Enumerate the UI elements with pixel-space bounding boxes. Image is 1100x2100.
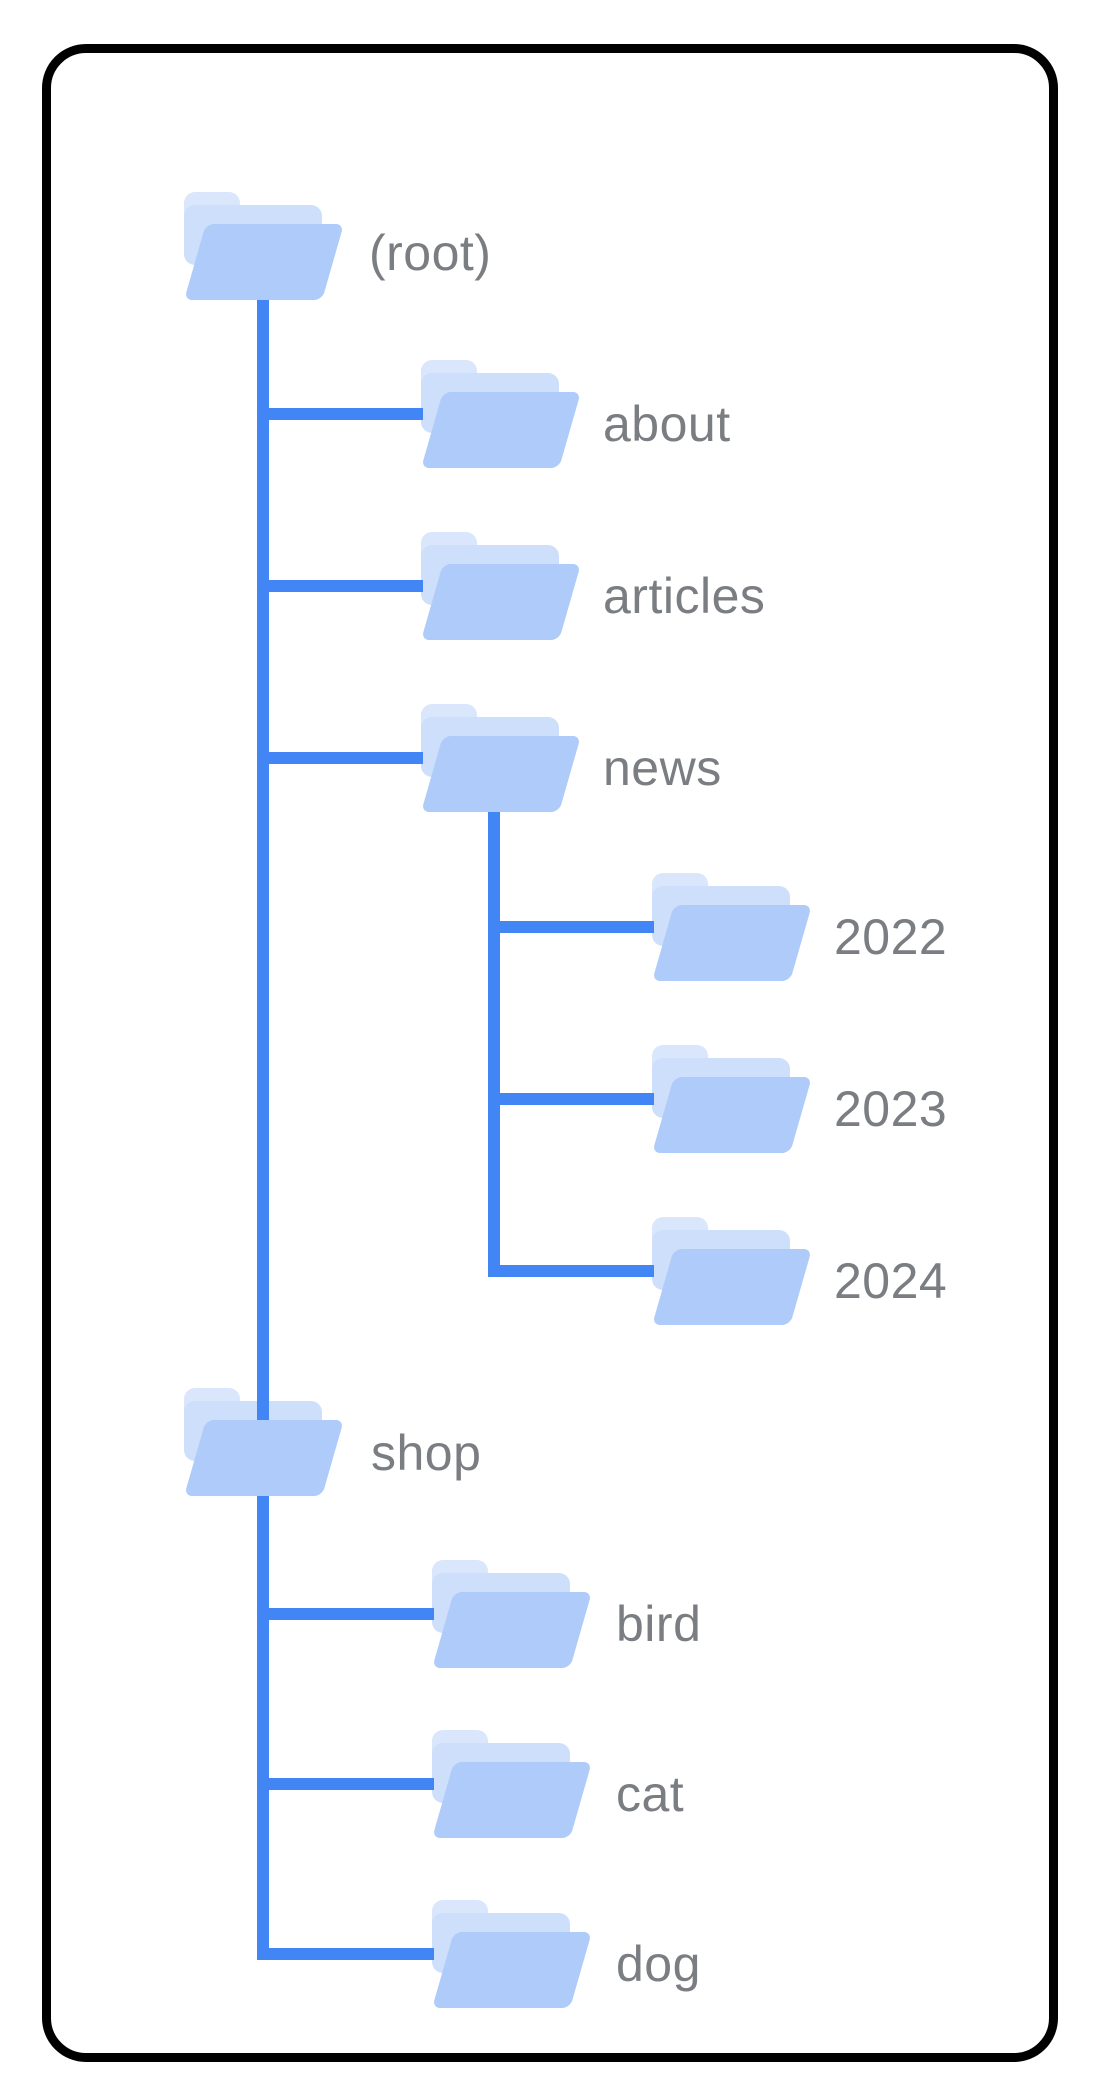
connector-branch-articles — [257, 580, 423, 592]
connector-branch-about — [257, 408, 423, 420]
connector-news-trunk — [488, 812, 500, 1277]
node-label-news: news — [603, 740, 722, 796]
node-label-bird: bird — [616, 1596, 702, 1652]
folder-front-shape — [184, 224, 344, 300]
connector-branch-cat — [257, 1778, 434, 1790]
folder-front-shape — [432, 1932, 592, 2008]
connector-branch-news — [257, 752, 423, 764]
node-label-2023: 2023 — [834, 1081, 948, 1137]
folder-front-shape — [652, 1077, 812, 1153]
folder-front-shape — [432, 1762, 592, 1838]
folder-icon-2022 — [652, 873, 812, 981]
connector-branch-2023 — [488, 1093, 654, 1105]
folder-icon-root — [184, 192, 344, 300]
folder-front-shape — [421, 736, 581, 812]
node-label-about: about — [603, 396, 731, 452]
folder-icon-shop — [184, 1388, 344, 1496]
folder-icon-news — [421, 704, 581, 812]
node-label-2022: 2022 — [834, 909, 948, 965]
node-label-shop: shop — [371, 1425, 482, 1481]
folder-front-shape — [184, 1420, 344, 1496]
folder-icon-about — [421, 360, 581, 468]
folder-icon-articles — [421, 532, 581, 640]
connector-branch-bird — [257, 1608, 434, 1620]
node-label-2024: 2024 — [834, 1253, 948, 1309]
folder-icon-cat — [432, 1730, 592, 1838]
folder-icon-2024 — [652, 1217, 812, 1325]
node-label-articles: articles — [603, 568, 766, 624]
connector-root-trunk — [257, 300, 269, 1960]
node-label-dog: dog — [616, 1936, 701, 1992]
connector-branch-dog — [257, 1948, 434, 1960]
folder-front-shape — [652, 1249, 812, 1325]
connector-branch-2022 — [488, 921, 654, 933]
connector-branch-2024 — [488, 1265, 654, 1277]
folder-front-shape — [421, 392, 581, 468]
node-label-cat: cat — [616, 1766, 685, 1822]
folder-icon-2023 — [652, 1045, 812, 1153]
node-label-root: (root) — [369, 225, 492, 281]
folder-icon-dog — [432, 1900, 592, 2008]
folder-front-shape — [652, 905, 812, 981]
folder-front-shape — [421, 564, 581, 640]
diagram-card: (root) about articles news 2022 2023 202… — [42, 44, 1058, 2062]
folder-front-shape — [432, 1592, 592, 1668]
folder-icon-bird — [432, 1560, 592, 1668]
